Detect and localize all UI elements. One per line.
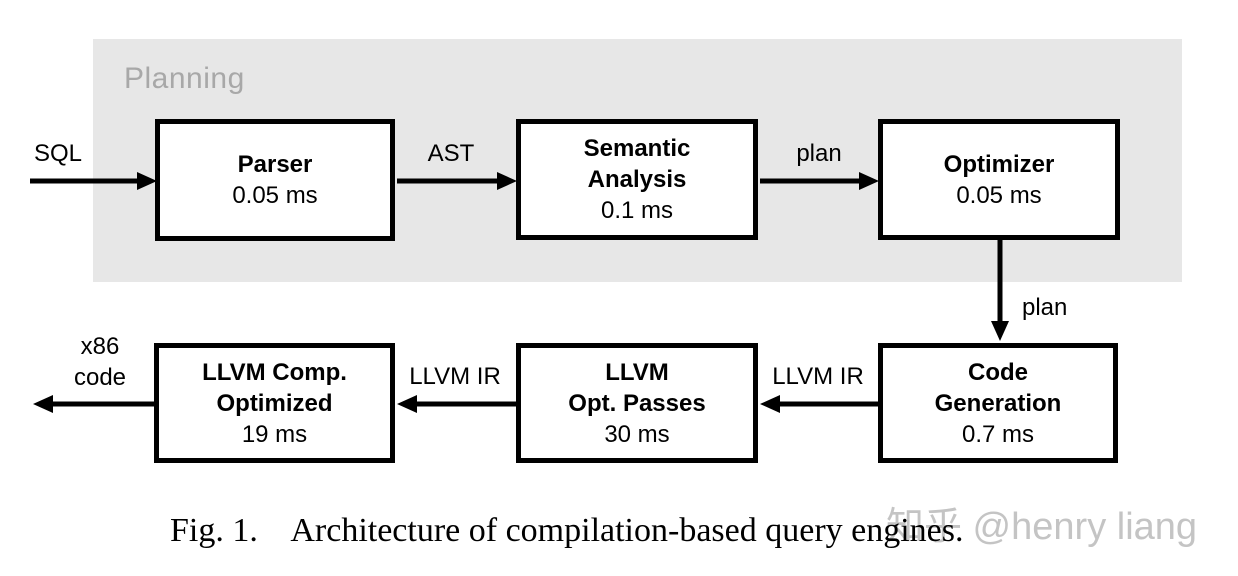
edge-label-x86-code-line1: x86 [80, 333, 120, 360]
node-llvm-compiler-optimized-title-line1: LLVM Comp. [202, 358, 347, 386]
node-llvm-opt-passes-title-line1: LLVM [605, 358, 669, 386]
node-code-generation-title-line2: Generation [934, 389, 1062, 417]
node-llvm-opt-passes-time: 30 ms [604, 420, 670, 448]
node-optimizer-time: 0.05 ms [956, 181, 1042, 209]
figure-caption-text: Architecture of compilation-based query … [290, 512, 964, 549]
edge-label-x86-code: x86 code [55, 331, 145, 393]
arrow-llvmcomp-to-x86-output [33, 395, 155, 413]
node-code-generation: Code Generation 0.7 ms [878, 343, 1118, 463]
node-semantic-analysis: Semantic Analysis 0.1 ms [516, 119, 758, 240]
node-semantic-analysis-title-line2: Analysis [587, 166, 687, 193]
node-semantic-analysis-time: 0.1 ms [600, 197, 674, 224]
edge-label-llvm-ir-left: LLVM IR [409, 363, 501, 390]
node-semantic-analysis-title-line1: Semantic [583, 135, 691, 162]
node-llvm-compiler-optimized: LLVM Comp. Optimized 19 ms [154, 343, 395, 463]
edge-label-plan-vertical: plan [1022, 294, 1068, 321]
node-llvm-compiler-optimized-time: 19 ms [241, 420, 308, 448]
node-parser-title: Parser [237, 151, 313, 178]
arrow-llvmopt-to-llvmcomp [397, 395, 517, 413]
planning-region-label: Planning [124, 62, 245, 95]
figure-caption-tag: Fig. 1. [170, 512, 258, 549]
watermark-zhihu-henry-liang: 知乎 @henry liang [886, 506, 1198, 548]
edge-label-plan-top: plan [796, 140, 842, 167]
node-llvm-opt-passes: LLVM Opt. Passes 30 ms [516, 343, 758, 463]
node-optimizer-title: Optimizer [943, 150, 1055, 178]
figure-caption: Fig. 1. Architecture of compilation-base… [170, 512, 964, 550]
node-code-generation-time: 0.7 ms [961, 420, 1035, 448]
node-parser-time: 0.05 ms [232, 182, 318, 209]
edge-label-llvm-ir-right: LLVM IR [772, 363, 864, 390]
edge-label-x86-code-line2: code [73, 364, 127, 391]
node-optimizer: Optimizer 0.05 ms [878, 119, 1120, 240]
arrow-codegen-to-llvmopt [760, 395, 878, 413]
node-llvm-compiler-optimized-title-line2: Optimized [216, 389, 333, 417]
edge-label-ast: AST [427, 140, 475, 167]
node-llvm-opt-passes-title-line2: Opt. Passes [568, 389, 706, 417]
node-parser: Parser 0.05 ms [155, 119, 395, 241]
node-code-generation-title-line1: Code [968, 358, 1028, 386]
edge-label-sql: SQL [33, 140, 83, 167]
